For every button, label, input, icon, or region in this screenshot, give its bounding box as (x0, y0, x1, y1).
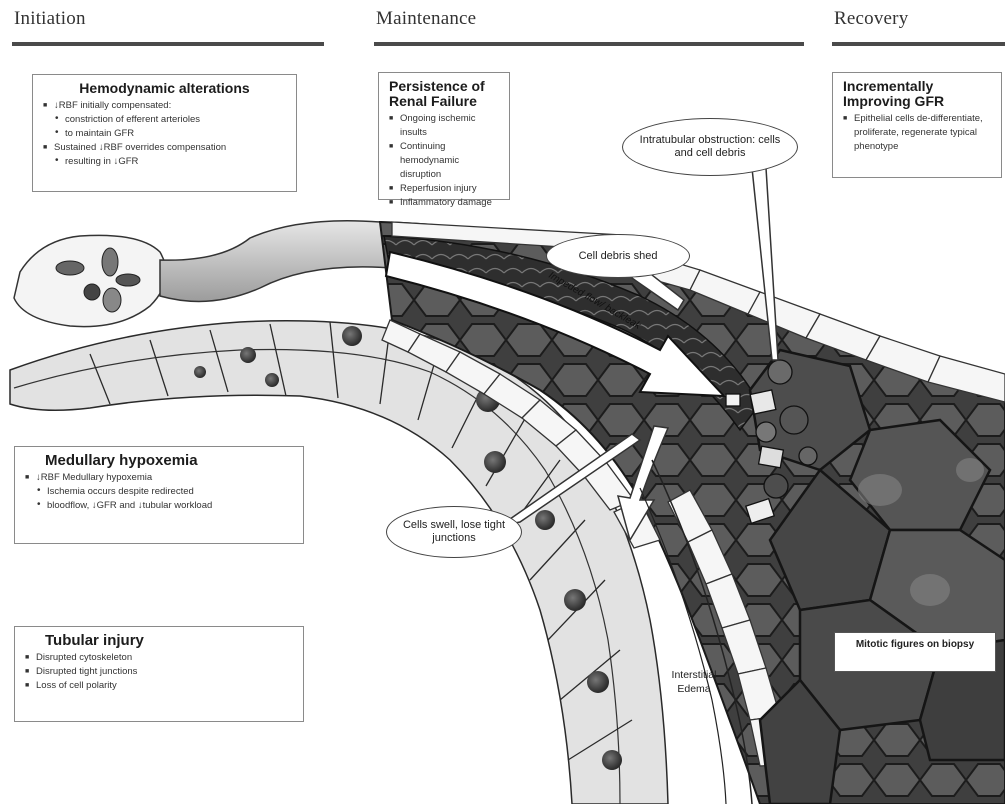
persistence-item: Reperfusion injury (389, 182, 499, 196)
hemodynamic-item: ↓RBF initially compensated: (43, 99, 286, 113)
medullary-hypoxemia-box: Medullary hypoxemia ↓RBF Medullary hypox… (14, 446, 304, 544)
tubular-item: Disrupted tight junctions (25, 665, 293, 679)
persistence-item: Continuing hemodynamic disruption (389, 140, 499, 182)
persistence-item: Ongoing ischemic insults (389, 112, 499, 140)
phase-recovery: Recovery (834, 8, 908, 30)
phase-maintenance-rule (374, 42, 804, 46)
swell-callout: Cells swell, lose tight junctions (386, 506, 522, 558)
improving-gfr-box: Incrementally Improving GFR Epithelial c… (832, 72, 1002, 178)
improving-list: Epithelial cells de-differentiate, proli… (843, 112, 991, 154)
obstruction-callout: Intratubular obstruction: cells and cell… (622, 118, 798, 176)
debris-callout: Cell debris shed (546, 234, 690, 278)
medullary-title: Medullary hypoxemia (25, 453, 293, 468)
tubular-title: Tubular injury (25, 633, 293, 648)
interstitial-edema-label: Interstitial Edema (654, 668, 734, 696)
medullary-list: ↓RBF Medullary hypoxemia Ischemia occurs… (25, 471, 293, 513)
hemodynamic-list: ↓RBF initially compensated: constriction… (43, 99, 286, 169)
mitotic-figures-label: Mitotic figures on biopsy (834, 632, 996, 672)
persistence-box: Persistence of Renal Failure Ongoing isc… (378, 72, 510, 200)
tubular-item: Disrupted cytoskeleton (25, 651, 293, 665)
medullary-subitem: Ischemia occurs despite redirected (25, 485, 293, 499)
improving-item: Epithelial cells de-differentiate, proli… (843, 112, 991, 154)
phase-maintenance: Maintenance (376, 8, 476, 30)
phase-initiation: Initiation (14, 8, 86, 30)
hemodynamic-title: Hemodynamic alterations (43, 81, 286, 96)
tubular-item: Loss of cell polarity (25, 679, 293, 693)
persistence-list: Ongoing ischemic insults Continuing hemo… (389, 112, 499, 210)
tubular-list: Disrupted cytoskeleton Disrupted tight j… (25, 651, 293, 693)
persistence-title: Persistence of Renal Failure (389, 79, 499, 109)
hemodynamic-alterations-box: Hemodynamic alterations ↓RBF initially c… (32, 74, 297, 192)
improving-title: Incrementally Improving GFR (843, 79, 991, 109)
hemodynamic-item: Sustained ↓RBF overrides compensation (43, 141, 286, 155)
hemodynamic-subitem: to maintain GFR (43, 127, 286, 141)
proximal-tubule-neck (160, 221, 392, 302)
persistence-item: Inflammatory damage (389, 196, 499, 210)
phase-recovery-rule (832, 42, 1005, 46)
tubular-injury-box: Tubular injury Disrupted cytoskeleton Di… (14, 626, 304, 722)
medullary-item: ↓RBF Medullary hypoxemia (25, 471, 293, 485)
medullary-subitem: bloodflow, ↓GFR and ↓tubular workload (25, 499, 293, 513)
glomerulus (14, 235, 166, 326)
hemodynamic-subitem: constriction of efferent arterioles (43, 113, 286, 127)
hemodynamic-subitem: resulting in ↓GFR (43, 155, 286, 169)
phase-initiation-rule (12, 42, 324, 46)
